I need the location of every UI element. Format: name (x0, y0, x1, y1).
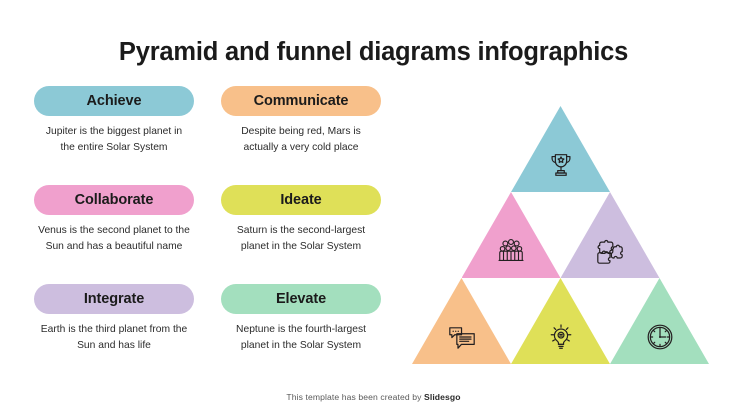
info-block-communicate[interactable]: Communicate Despite being red, Mars is a… (221, 86, 381, 155)
description-communicate: Despite being red, Mars is actually a ve… (241, 126, 361, 153)
pyramid-tier-bottom-left[interactable] (412, 278, 511, 364)
pill-label-elevate: Elevate (275, 291, 327, 307)
page-title: Pyramid and funnel diagrams infographics (118, 38, 629, 66)
puzzle-pieces-icon (595, 236, 625, 266)
footer-brand: Slidesgo (424, 392, 461, 402)
footer-text: This template has been created by (286, 392, 424, 402)
pill-achieve[interactable]: Achieve (34, 86, 194, 116)
trophy-icon (546, 150, 576, 180)
pill-label-communicate: Communicate (253, 93, 349, 109)
lightbulb-icon (546, 322, 576, 352)
pill-ideate[interactable]: Ideate (221, 185, 381, 215)
pyramid-tier-middle-left[interactable] (461, 192, 561, 278)
pill-label-collaborate: Collaborate (74, 192, 154, 208)
pyramid-tier-middle-right[interactable] (560, 192, 660, 278)
pill-label-achieve: Achieve (86, 93, 142, 109)
chat-bubbles-icon (447, 322, 477, 352)
pyramid-diagram (412, 106, 709, 364)
description-collaborate: Venus is the second planet to the Sun an… (38, 225, 190, 252)
info-block-integrate[interactable]: Integrate Earth is the third planet from… (34, 284, 194, 353)
description-elevate: Neptune is the fourth-largest planet in … (236, 324, 366, 351)
pill-elevate[interactable]: Elevate (221, 284, 381, 314)
pyramid-tier-apex[interactable] (511, 106, 610, 192)
footer-credit: This template has been created by Slides… (0, 392, 747, 402)
info-block-ideate[interactable]: Ideate Saturn is the second-largest plan… (221, 185, 381, 254)
info-block-achieve[interactable]: Achieve Jupiter is the biggest planet in… (34, 86, 194, 155)
pyramid-tier-bottom-center[interactable] (511, 278, 610, 364)
info-block-elevate[interactable]: Elevate Neptune is the fourth-largest pl… (221, 284, 381, 353)
pill-label-ideate: Ideate (280, 192, 322, 208)
pill-communicate[interactable]: Communicate (221, 86, 381, 116)
description-ideate: Saturn is the second-largest planet in t… (236, 225, 366, 252)
description-achieve: Jupiter is the biggest planet in the ent… (45, 126, 183, 153)
pill-label-integrate: Integrate (83, 291, 145, 307)
info-block-collaborate[interactable]: Collaborate Venus is the second planet t… (34, 185, 194, 254)
pill-collaborate[interactable]: Collaborate (34, 185, 194, 215)
people-group-icon (496, 236, 526, 266)
pyramid-tier-bottom-right[interactable] (610, 278, 709, 364)
clock-icon (645, 322, 675, 352)
pill-integrate[interactable]: Integrate (34, 284, 194, 314)
description-integrate: Earth is the third planet from the Sun a… (40, 324, 188, 351)
